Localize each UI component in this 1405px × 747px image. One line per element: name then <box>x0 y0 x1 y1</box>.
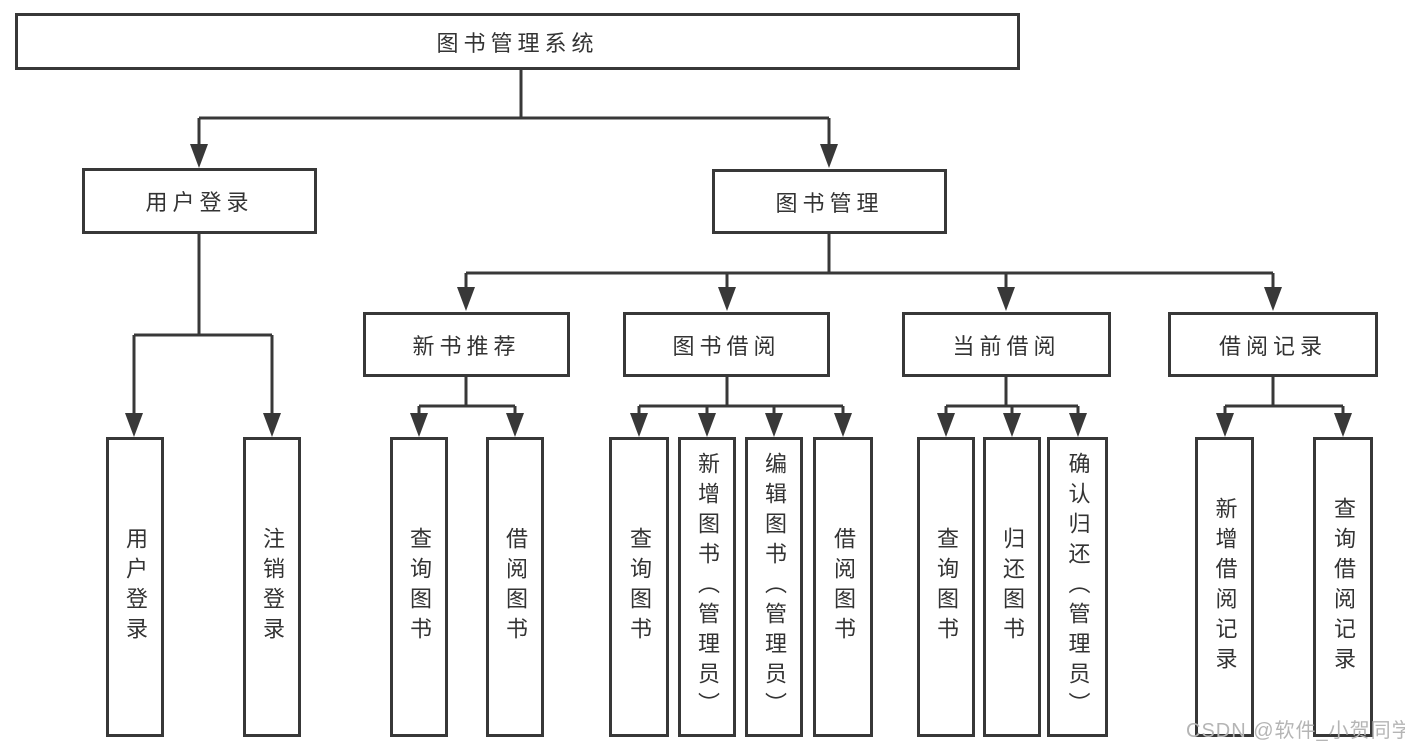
node-user-login-label: 用户登录 <box>145 190 254 215</box>
node-root-label: 图书管理系统 <box>436 30 599 56</box>
leaf-label: 查询图书 <box>407 527 432 647</box>
leaf-label: 借阅图书 <box>503 527 528 647</box>
leaf-label: 查询图书 <box>934 527 959 647</box>
leaf-user-login-label: 用户登录 <box>123 527 148 647</box>
leaf-borrow-books-recommend: 借阅图书 <box>486 437 544 737</box>
arrow-shafts <box>132 118 1345 423</box>
node-borrow-records: 借阅记录 <box>1168 312 1378 377</box>
node-root: 图书管理系统 <box>15 13 1020 70</box>
leaf-logout-label: 注销登录 <box>260 527 285 647</box>
leaf-label: 新增图书（管理员） <box>695 452 720 722</box>
node-book-management: 图书管理 <box>712 169 947 234</box>
node-new-book-recommend-label: 新书推荐 <box>412 333 521 359</box>
leaf-query-books-current: 查询图书 <box>917 437 975 737</box>
leaf-label: 查询借阅记录 <box>1331 497 1356 677</box>
csdn-watermark: CSDN @软件_小贺同学 <box>1186 720 1405 742</box>
leaf-add-books-admin: 新增图书（管理员） <box>678 437 736 737</box>
node-book-borrow-label: 图书借阅 <box>672 333 781 359</box>
leaf-user-login: 用户登录 <box>106 437 164 737</box>
leaf-query-borrow-record: 查询借阅记录 <box>1313 437 1373 737</box>
leaf-label: 新增借阅记录 <box>1212 497 1238 677</box>
leaf-logout: 注销登录 <box>243 437 301 737</box>
leaf-confirm-return-admin: 确认归还（管理员） <box>1047 437 1108 737</box>
leaf-query-books-borrow: 查询图书 <box>609 437 669 737</box>
node-current-borrow: 当前借阅 <box>902 312 1111 377</box>
leaf-label: 归还图书 <box>1000 527 1025 647</box>
node-book-borrow: 图书借阅 <box>623 312 830 377</box>
leaf-add-borrow-record: 新增借阅记录 <box>1195 437 1254 737</box>
leaf-label: 借阅图书 <box>831 527 856 647</box>
leaf-label: 查询图书 <box>627 527 652 647</box>
node-user-login: 用户登录 <box>82 168 317 234</box>
leaf-borrow-books: 借阅图书 <box>813 437 873 737</box>
node-new-book-recommend: 新书推荐 <box>363 312 570 377</box>
leaf-edit-books-admin: 编辑图书（管理员） <box>745 437 803 737</box>
node-book-management-label: 图书管理 <box>775 190 884 216</box>
node-borrow-records-label: 借阅记录 <box>1218 333 1327 359</box>
leaf-label: 确认归还（管理员） <box>1065 452 1091 722</box>
node-current-borrow-label: 当前借阅 <box>952 333 1061 359</box>
leaf-label: 编辑图书（管理员） <box>762 452 787 722</box>
leaf-return-books: 归还图书 <box>983 437 1041 737</box>
leaf-query-books-recommend: 查询图书 <box>390 437 448 737</box>
